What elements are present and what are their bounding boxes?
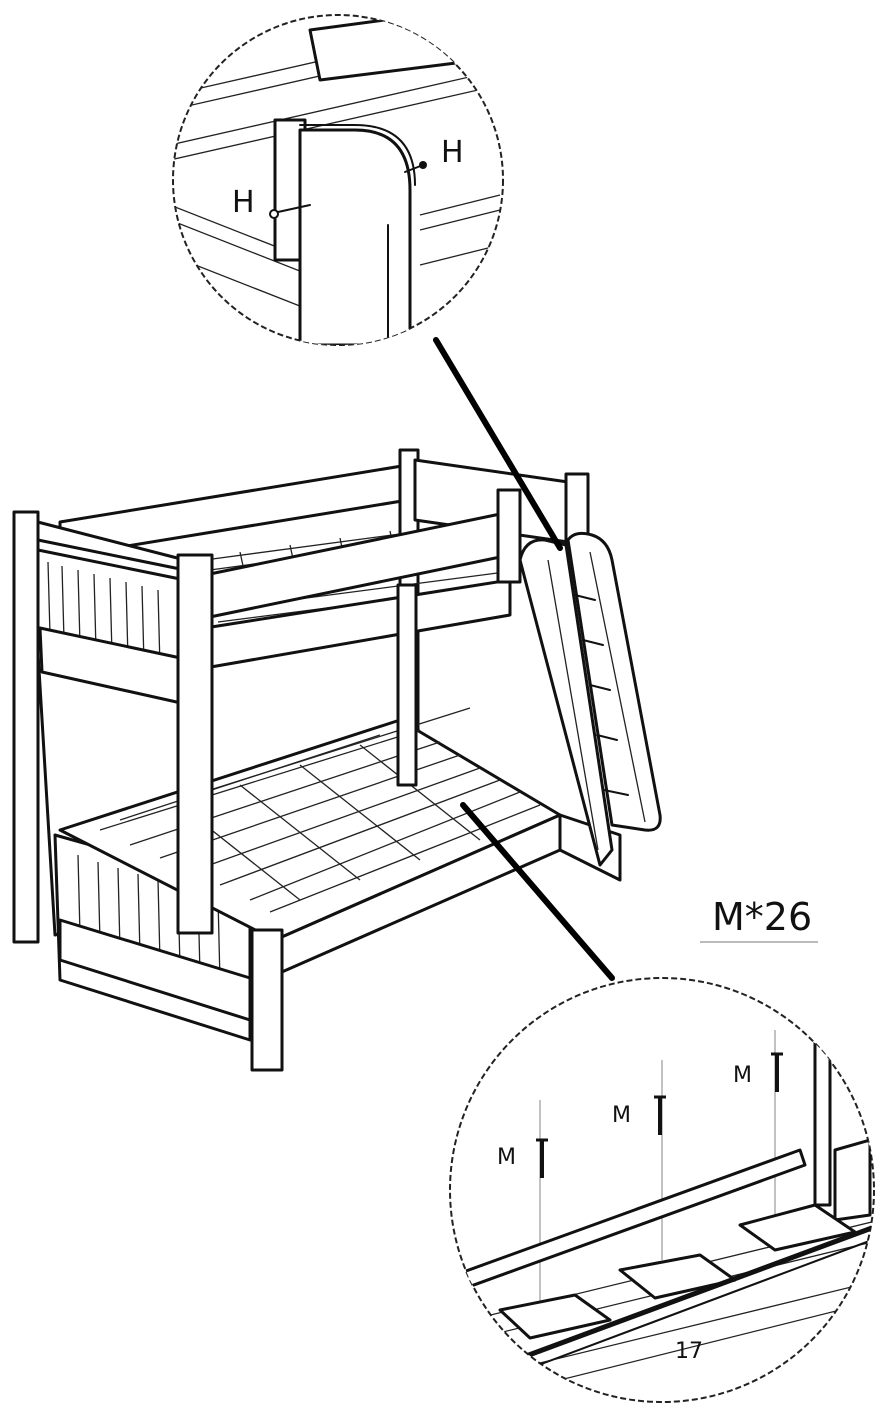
screw-label-right: M [733, 1063, 752, 1088]
screw-label-middle: M [612, 1103, 631, 1128]
screw-label-left: M [497, 1145, 516, 1170]
h-label-right: H [441, 135, 464, 170]
screw-left [536, 1138, 548, 1178]
part-number-label: 17 [675, 1339, 703, 1364]
h-label-left: H [232, 185, 255, 220]
screw-quantity-heading: M*26 [712, 895, 812, 939]
top-leader-line [433, 337, 563, 551]
bunk-bed-illustration [12, 448, 662, 1072]
screw-right [771, 1052, 783, 1092]
top-detail-callout: H H [172, 14, 504, 346]
screw-middle [654, 1095, 666, 1135]
bottom-detail-callout: M M M 17 [449, 977, 875, 1403]
bottom-leader-line [460, 802, 615, 981]
h-hole-marker-left [269, 209, 279, 219]
